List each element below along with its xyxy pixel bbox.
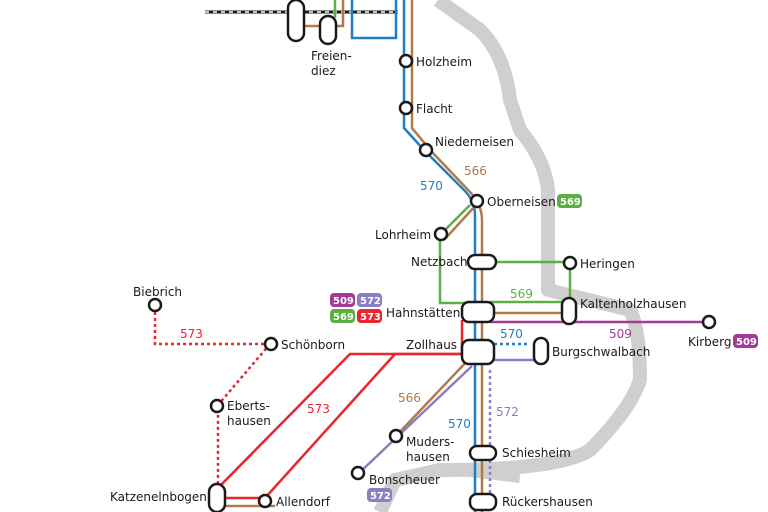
- station-marker-freiendiez-b[interactable]: [318, 14, 338, 46]
- station-marker-hahnstaetten[interactable]: [460, 300, 496, 324]
- label-kaltenholzhausen: Kaltenholzhausen: [580, 297, 686, 311]
- label-netzbach: Netzbach: [411, 255, 468, 269]
- label-katzenelnbogen: Katzenelnbogen: [110, 490, 207, 504]
- station-marker-flacht[interactable]: [398, 100, 414, 116]
- station-marker-niederneisen[interactable]: [418, 142, 434, 158]
- badge-kirberg-509: 509: [733, 334, 758, 348]
- station-marker-schoenborn[interactable]: [263, 336, 279, 352]
- label-bonscheuer: Bonscheuer: [369, 473, 440, 487]
- line-573-dotted-biebrich: [153, 306, 270, 346]
- station-marker-freiendiez-a[interactable]: [286, 0, 306, 43]
- line-label-570-mid: 570: [500, 327, 523, 341]
- label-ebertshausen-2: hausen: [227, 414, 271, 428]
- station-marker-schiesheim[interactable]: [468, 444, 498, 462]
- station-marker-holzheim[interactable]: [398, 53, 414, 69]
- line-569-heringen: [490, 260, 572, 304]
- svg-text:569: 569: [560, 197, 581, 208]
- line-label-570-top: 570: [420, 179, 443, 193]
- label-burgschwalbach: Burgschwalbach: [552, 345, 650, 359]
- label-rueckershausen: Rückershausen: [502, 495, 593, 509]
- badge-bonscheuer-572: 572: [367, 488, 392, 502]
- line-566-top: [300, 0, 345, 28]
- station-marker-oberneisen[interactable]: [469, 193, 485, 209]
- label-mudershausen-1: Muders-: [406, 435, 454, 449]
- svg-text:509: 509: [736, 337, 757, 348]
- badge-hahn-573: 573: [357, 309, 382, 323]
- line-label-509: 509: [609, 327, 632, 341]
- line-label-566-top: 566: [464, 164, 487, 178]
- label-holzheim: Holzheim: [416, 55, 472, 69]
- label-niederneisen: Niederneisen: [435, 135, 514, 149]
- line-label-573-left: 573: [180, 327, 203, 341]
- svg-text:509: 509: [333, 296, 354, 307]
- line-572-bonscheuer: [357, 365, 473, 475]
- line-573-b: [218, 352, 462, 500]
- label-heringen: Heringen: [580, 257, 635, 271]
- line-566-bonscheuer: [395, 357, 471, 437]
- station-marker-lohrheim[interactable]: [433, 226, 449, 242]
- station-marker-mudershausen[interactable]: [388, 428, 404, 444]
- label-schoenborn: Schönborn: [281, 338, 345, 352]
- station-marker-allendorf[interactable]: [257, 493, 273, 509]
- label-flacht: Flacht: [416, 102, 453, 116]
- station-marker-rueckershausen[interactable]: [468, 492, 498, 512]
- line-570-main: [402, 0, 477, 512]
- label-allendorf: Allendorf: [276, 495, 331, 509]
- line-label-573-mid: 573: [307, 402, 330, 416]
- station-marker-burgschwalbach[interactable]: [532, 336, 550, 366]
- label-biebrich: Biebrich: [133, 285, 182, 299]
- line-label-566-low: 566: [398, 391, 421, 405]
- label-kirberg: Kirberg: [688, 335, 731, 349]
- station-marker-netzbach[interactable]: [466, 253, 498, 271]
- station-marker-ebertshausen[interactable]: [209, 398, 225, 414]
- svg-text:572: 572: [370, 491, 391, 502]
- line-566-lohrheim: [443, 204, 477, 241]
- badge-oberneisen-569: 569: [557, 194, 582, 208]
- label-zollhaus: Zollhaus: [406, 338, 457, 352]
- label-mudershausen-2: hausen: [406, 450, 450, 464]
- svg-text:572: 572: [360, 296, 381, 307]
- badge-hahn-569: 569: [330, 309, 355, 323]
- line-label-570-low: 570: [448, 417, 471, 431]
- rail-line-branch: [469, 463, 521, 483]
- station-marker-heringen[interactable]: [562, 255, 578, 271]
- label-schiesheim: Schiesheim: [502, 446, 571, 460]
- line-570-top: [350, 0, 398, 40]
- label-freiendiez-1: Freien-: [311, 49, 352, 63]
- line-label-569: 569: [510, 287, 533, 301]
- station-marker-zollhaus[interactable]: [460, 338, 496, 366]
- label-lohrheim: Lohrheim: [375, 228, 431, 242]
- line-569-lohrheim: [438, 204, 471, 305]
- station-marker-kaltenholzhausen[interactable]: [560, 296, 578, 326]
- label-hahnstaetten: Hahnstätten: [386, 306, 460, 320]
- line-label-572: 572: [496, 405, 519, 419]
- label-freiendiez-2: diez: [311, 64, 336, 78]
- svg-text:569: 569: [333, 312, 354, 323]
- station-marker-bonscheuer[interactable]: [350, 465, 366, 481]
- label-ebertshausen-1: Eberts-: [227, 399, 270, 413]
- badge-hahn-572: 572: [357, 293, 382, 307]
- station-marker-biebrich[interactable]: [147, 297, 163, 313]
- label-oberneisen: Oberneisen: [487, 195, 556, 209]
- svg-text:573: 573: [360, 312, 381, 323]
- station-marker-katzenelnbogen[interactable]: [207, 482, 227, 512]
- station-marker-kirberg[interactable]: [701, 314, 717, 330]
- badge-hahn-509: 509: [330, 293, 355, 307]
- rail-line-background: [373, 0, 647, 512]
